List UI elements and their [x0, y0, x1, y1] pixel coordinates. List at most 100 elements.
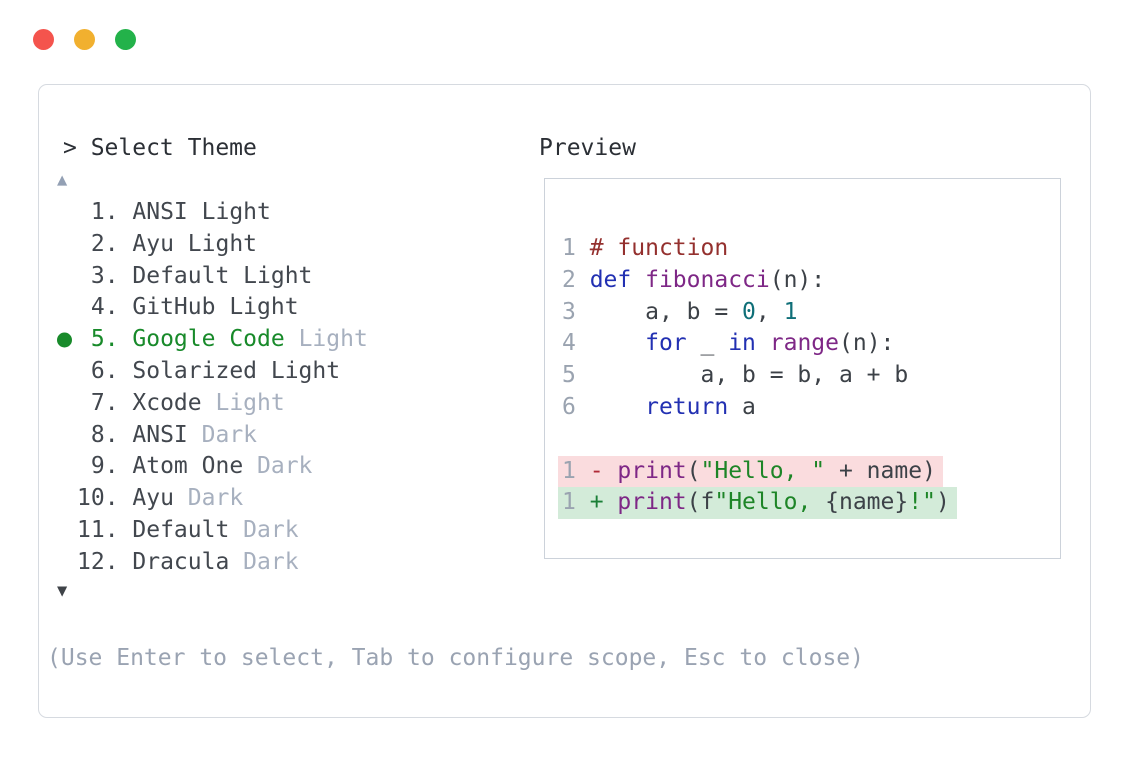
theme-item-ansi-light[interactable]: 1. ANSI Light: [77, 197, 368, 229]
code-segment-plain: (n):: [839, 330, 895, 357]
code-segment-plus: +: [589, 489, 618, 516]
code-line: 2 def fibonacci(n):: [562, 265, 957, 297]
theme-number: 3.: [77, 262, 133, 289]
code-line: 6 return a: [562, 392, 957, 424]
theme-item-dracula[interactable]: 12. Dracula Dark: [77, 547, 368, 579]
code-segment-plain: (f: [686, 489, 715, 516]
code-segment-plain: [631, 267, 645, 293]
theme-name: Atom One: [132, 453, 244, 480]
theme-number: 2.: [77, 230, 133, 257]
code-segment-plain: [590, 330, 645, 356]
selected-indicator-icon: [57, 332, 72, 348]
theme-name: Xcode: [132, 389, 202, 416]
scroll-up-icon[interactable]: ▲: [57, 170, 68, 190]
line-number: 1: [562, 489, 590, 516]
theme-number: 9.: [77, 453, 133, 480]
code-segment-string: !": [908, 489, 936, 516]
code-line: 4 for _ in range(n):: [562, 328, 957, 360]
theme-variant: Dark: [173, 485, 244, 512]
theme-name: Ayu: [132, 485, 174, 512]
line-number: 6: [562, 393, 590, 420]
theme-number: 7.: [77, 389, 133, 416]
theme-number: 1.: [77, 199, 133, 225]
code-segment-literal: 0: [742, 298, 756, 325]
code-segment-plain: [590, 394, 645, 420]
code-line: 1 # function: [562, 233, 957, 265]
minimize-button[interactable]: [74, 29, 95, 50]
theme-variant: Dark: [187, 421, 258, 448]
theme-number: 8.: [77, 421, 133, 448]
code-segment-string: "Hello,: [714, 489, 826, 516]
theme-number: 4.: [77, 294, 133, 321]
diff-line-removed: 1 - print("Hello, " + name): [558, 455, 957, 488]
theme-list: 1. ANSI Light 2. Ayu Light 3. Default Li…: [57, 197, 368, 579]
theme-name: Dracula: [132, 548, 230, 575]
code-segment-keyword: for: [645, 330, 687, 357]
code-segment-plain: ): [935, 489, 950, 516]
theme-selector-panel: > Select Theme Preview ▲ 1. ANSI Light 2…: [38, 84, 1091, 718]
code-segment-function: print: [617, 489, 687, 516]
zoom-button[interactable]: [115, 29, 136, 50]
theme-number: 12.: [77, 548, 133, 575]
code-segment-plain: (: [686, 457, 701, 484]
code-segment-plain: a, b = b, a + b: [589, 362, 909, 389]
code-line: 3 a, b = 0, 1: [562, 297, 957, 329]
line-number: 1: [562, 235, 590, 261]
code-segment-function: range: [769, 330, 839, 357]
code-segment-plain: a, b =: [589, 298, 743, 325]
code-segment-keyword: def: [589, 266, 632, 293]
theme-item-atom-one[interactable]: 9. Atom One Dark: [77, 451, 368, 483]
preview-title: Preview: [539, 135, 636, 161]
code-segment-literal: 1: [783, 298, 798, 325]
theme-item-xcode[interactable]: 7. Xcode Light: [77, 388, 368, 420]
diff-highlight-removed: 1 - print("Hello, " + name): [558, 455, 943, 488]
theme-name: Solarized Light: [132, 357, 341, 384]
theme-number: 5.: [77, 326, 133, 353]
code-segment-comment: # function: [589, 235, 729, 261]
line-number: 3: [562, 298, 590, 325]
code-segment-plain: [756, 330, 770, 356]
theme-variant: Dark: [229, 516, 299, 543]
line-number: 4: [562, 330, 590, 357]
theme-number: 10.: [77, 485, 133, 512]
code-segment-plain: _: [686, 330, 729, 357]
code-segment-function: fibonacci: [645, 266, 770, 293]
theme-variant: Light: [284, 326, 368, 353]
close-button[interactable]: [33, 29, 54, 50]
hint-text: (Use Enter to select, Tab to configure s…: [47, 645, 864, 671]
theme-name: ANSI: [132, 421, 188, 448]
theme-item-ansi[interactable]: 8. ANSI Dark: [77, 420, 368, 452]
line-number: 2: [562, 266, 590, 293]
theme-variant: Dark: [243, 453, 313, 480]
theme-number: 11.: [77, 516, 133, 543]
code-segment-plain: ,: [755, 298, 784, 325]
code-segment-keyword: return: [645, 393, 729, 420]
code-segment-plain: a: [728, 393, 756, 420]
theme-name: ANSI Light: [132, 199, 271, 225]
theme-item-solarized-light[interactable]: 6. Solarized Light: [77, 356, 368, 388]
panel-title: > Select Theme: [63, 135, 257, 161]
theme-item-default-light[interactable]: 3. Default Light: [77, 261, 368, 293]
code-segment-plain: + name): [825, 457, 936, 484]
theme-item-google-code[interactable]: 5. Google Code Light: [57, 324, 368, 356]
theme-name: Default Light: [132, 262, 313, 289]
theme-item-github-light[interactable]: 4. GitHub Light: [77, 292, 368, 324]
theme-number: 6.: [77, 357, 133, 384]
theme-item-ayu-light[interactable]: 2. Ayu Light: [77, 229, 368, 261]
theme-item-ayu[interactable]: 10. Ayu Dark: [77, 483, 368, 515]
theme-name: GitHub Light: [132, 294, 299, 321]
diff-line-added: 1 + print(f"Hello, {name}!"): [558, 487, 957, 520]
line-number: 1: [562, 457, 590, 484]
theme-name: Google Code: [132, 326, 285, 353]
theme-item-default[interactable]: 11. Default Dark: [77, 515, 368, 547]
code-segment-function: print: [617, 457, 687, 484]
code-segment-plain: {name}: [825, 489, 909, 516]
theme-name: Default: [132, 516, 230, 543]
code-segment-minus: -: [589, 457, 618, 484]
scroll-down-icon[interactable]: ▼: [57, 581, 68, 601]
theme-variant: Dark: [229, 548, 299, 575]
diff-highlight-added: 1 + print(f"Hello, {name}!"): [558, 487, 957, 520]
line-number: 5: [562, 362, 590, 389]
